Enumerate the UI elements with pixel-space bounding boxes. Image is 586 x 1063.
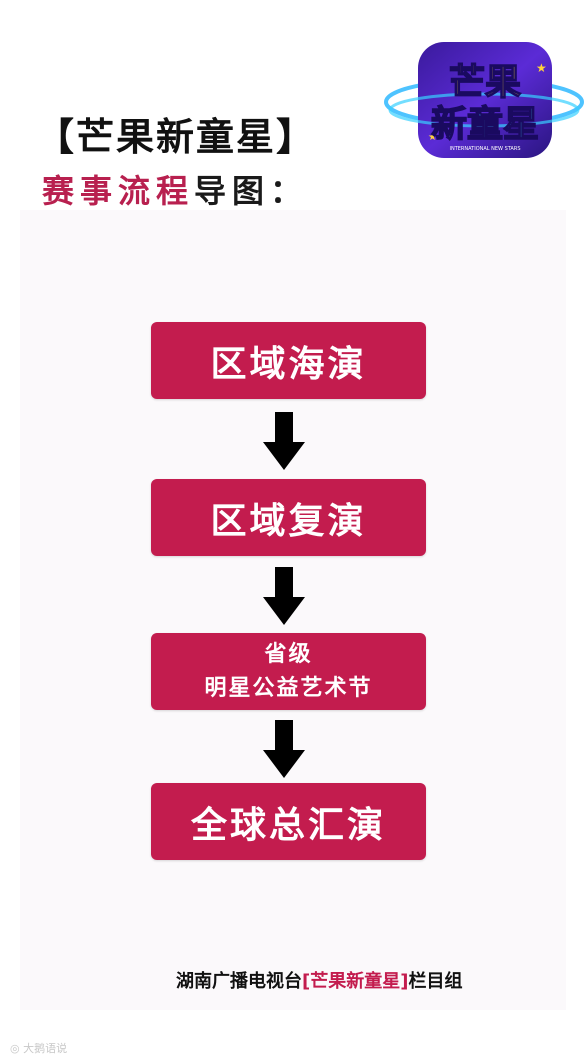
watermark: ◎ 大鹅语说 bbox=[10, 1040, 67, 1056]
flow-step-regional-audition: 区域海演 bbox=[151, 322, 426, 399]
footer-credit: 湖南广播电视台[芒果新童星]栏目组 bbox=[176, 967, 462, 993]
flow-step-label-line2: 明星公益艺术节 bbox=[204, 675, 373, 701]
flow-step-global-finale: 全球总汇演 bbox=[151, 783, 426, 860]
flow-step-label: 区域海演 bbox=[210, 343, 367, 385]
footer-suffix: 栏目组 bbox=[408, 971, 463, 992]
logo-line1: 芒果 bbox=[449, 62, 521, 103]
subtitle-highlight: 赛事流程 bbox=[42, 172, 195, 210]
mango-new-star-logo: ★ ★ 芒果 新童星 INTERNATIONAL NEW STARS bbox=[384, 24, 584, 174]
flow-step-label-line1: 省级 bbox=[264, 641, 313, 667]
footer-prefix: 湖南广播电视台 bbox=[176, 971, 302, 992]
svg-text:★: ★ bbox=[428, 132, 437, 143]
down-arrow-icon bbox=[263, 720, 305, 778]
watermark-icon: ◎ bbox=[10, 1042, 20, 1055]
watermark-text: 大鹅语说 bbox=[23, 1042, 68, 1055]
subtitle-rest: 导图： bbox=[194, 172, 309, 210]
page-subtitle: 赛事流程导图： bbox=[42, 166, 308, 212]
flow-step-label: 全球总汇演 bbox=[190, 804, 386, 846]
footer-highlight: [芒果新童星] bbox=[302, 971, 409, 992]
down-arrow-icon bbox=[263, 412, 305, 470]
flow-step-label: 区域复演 bbox=[210, 500, 367, 542]
logo-line2: 新童星 bbox=[431, 103, 539, 145]
flow-step-regional-rematch: 区域复演 bbox=[151, 479, 426, 556]
down-arrow-icon bbox=[263, 567, 305, 625]
logo-tagline: INTERNATIONAL NEW STARS bbox=[449, 146, 520, 152]
flow-step-provincial-festival: 省级 明星公益艺术节 bbox=[151, 633, 426, 710]
page-title: 【芒果新童星】 bbox=[36, 115, 317, 159]
svg-text:★: ★ bbox=[536, 61, 547, 75]
